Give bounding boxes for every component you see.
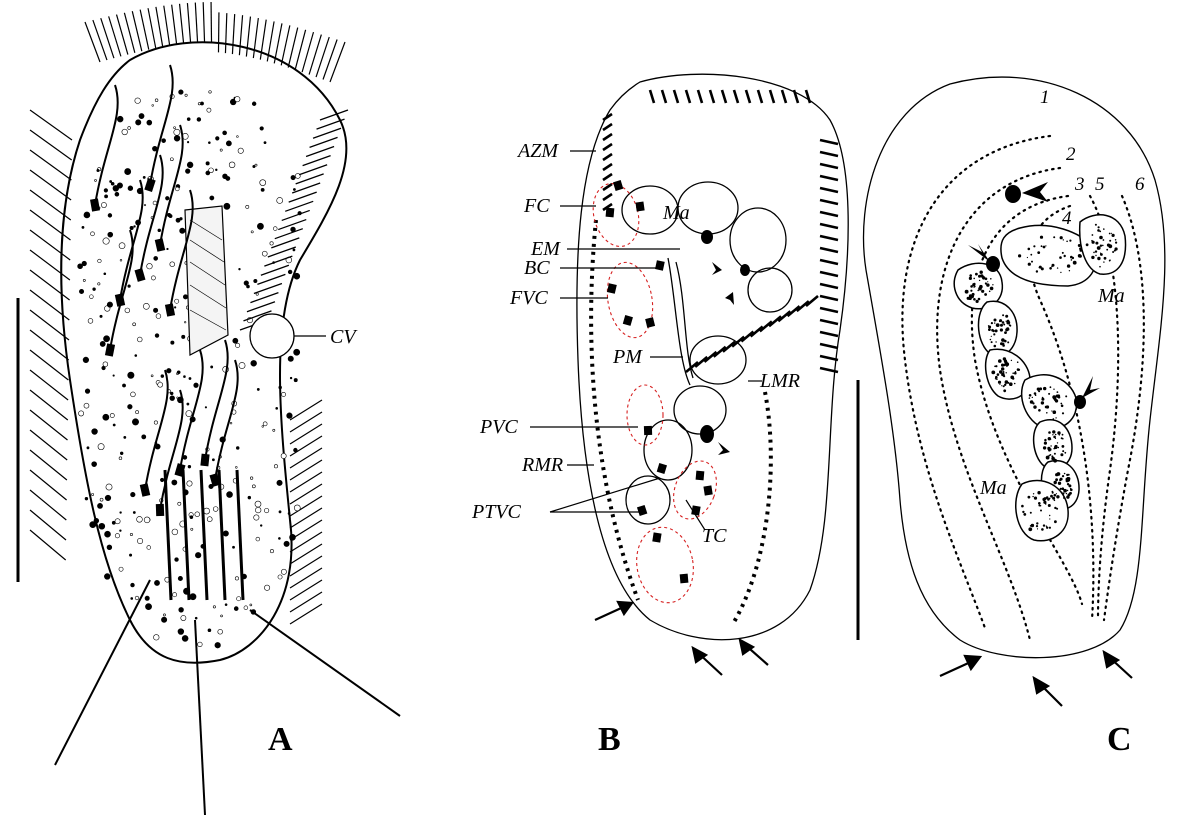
contractile-vacuole xyxy=(250,314,294,358)
cytoplasmic-granules xyxy=(78,90,302,648)
label-rmr: RMR xyxy=(521,454,563,476)
kinety-4: 4 xyxy=(1062,208,1072,229)
adoral-membranelles xyxy=(240,110,348,330)
label-fvc: FVC xyxy=(509,287,548,309)
label-ma-b: Ma xyxy=(662,202,690,224)
label-pm: PM xyxy=(612,346,643,368)
leaders-b xyxy=(530,151,762,530)
panel-label-b: B xyxy=(598,721,621,758)
panel-label-a: A xyxy=(268,721,293,758)
azm-membranelles xyxy=(603,90,838,372)
label-ma-c-bottom: Ma xyxy=(979,477,1007,499)
label-ptvc: PTVC xyxy=(471,501,522,523)
panel-c: 1 2 3 4 5 6 Ma Ma C xyxy=(864,77,1165,758)
label-ma-c-top: Ma xyxy=(1097,285,1125,307)
cell-body-a xyxy=(61,42,346,663)
label-azm: AZM xyxy=(516,140,559,162)
panel-label-c: C xyxy=(1107,721,1132,758)
kinety-3: 3 xyxy=(1074,174,1085,195)
kinety-2: 2 xyxy=(1066,144,1076,165)
label-bc: BC xyxy=(524,257,550,279)
buccal-field xyxy=(185,206,228,355)
right-marginal-row xyxy=(734,392,771,622)
label-fc: FC xyxy=(523,195,550,217)
panel-a: CV A xyxy=(18,2,400,815)
left-marginal-row xyxy=(591,220,638,600)
label-lmr: LMR xyxy=(759,370,800,392)
panel-b: AZM FC Ma EM BC FVC PM LMR PVC RMR PTVC … xyxy=(471,74,848,758)
caudal-arrows-c xyxy=(940,652,1132,706)
kinety-5: 5 xyxy=(1095,174,1105,195)
cirri-b xyxy=(606,180,713,583)
caudal-cirri xyxy=(55,580,400,815)
label-pvc: PVC xyxy=(479,416,518,438)
kinety-6: 6 xyxy=(1135,174,1145,195)
label-tc: TC xyxy=(702,525,727,547)
label-cv: CV xyxy=(330,326,358,348)
arrowheads-b xyxy=(712,262,734,455)
kinety-1: 1 xyxy=(1040,87,1050,108)
